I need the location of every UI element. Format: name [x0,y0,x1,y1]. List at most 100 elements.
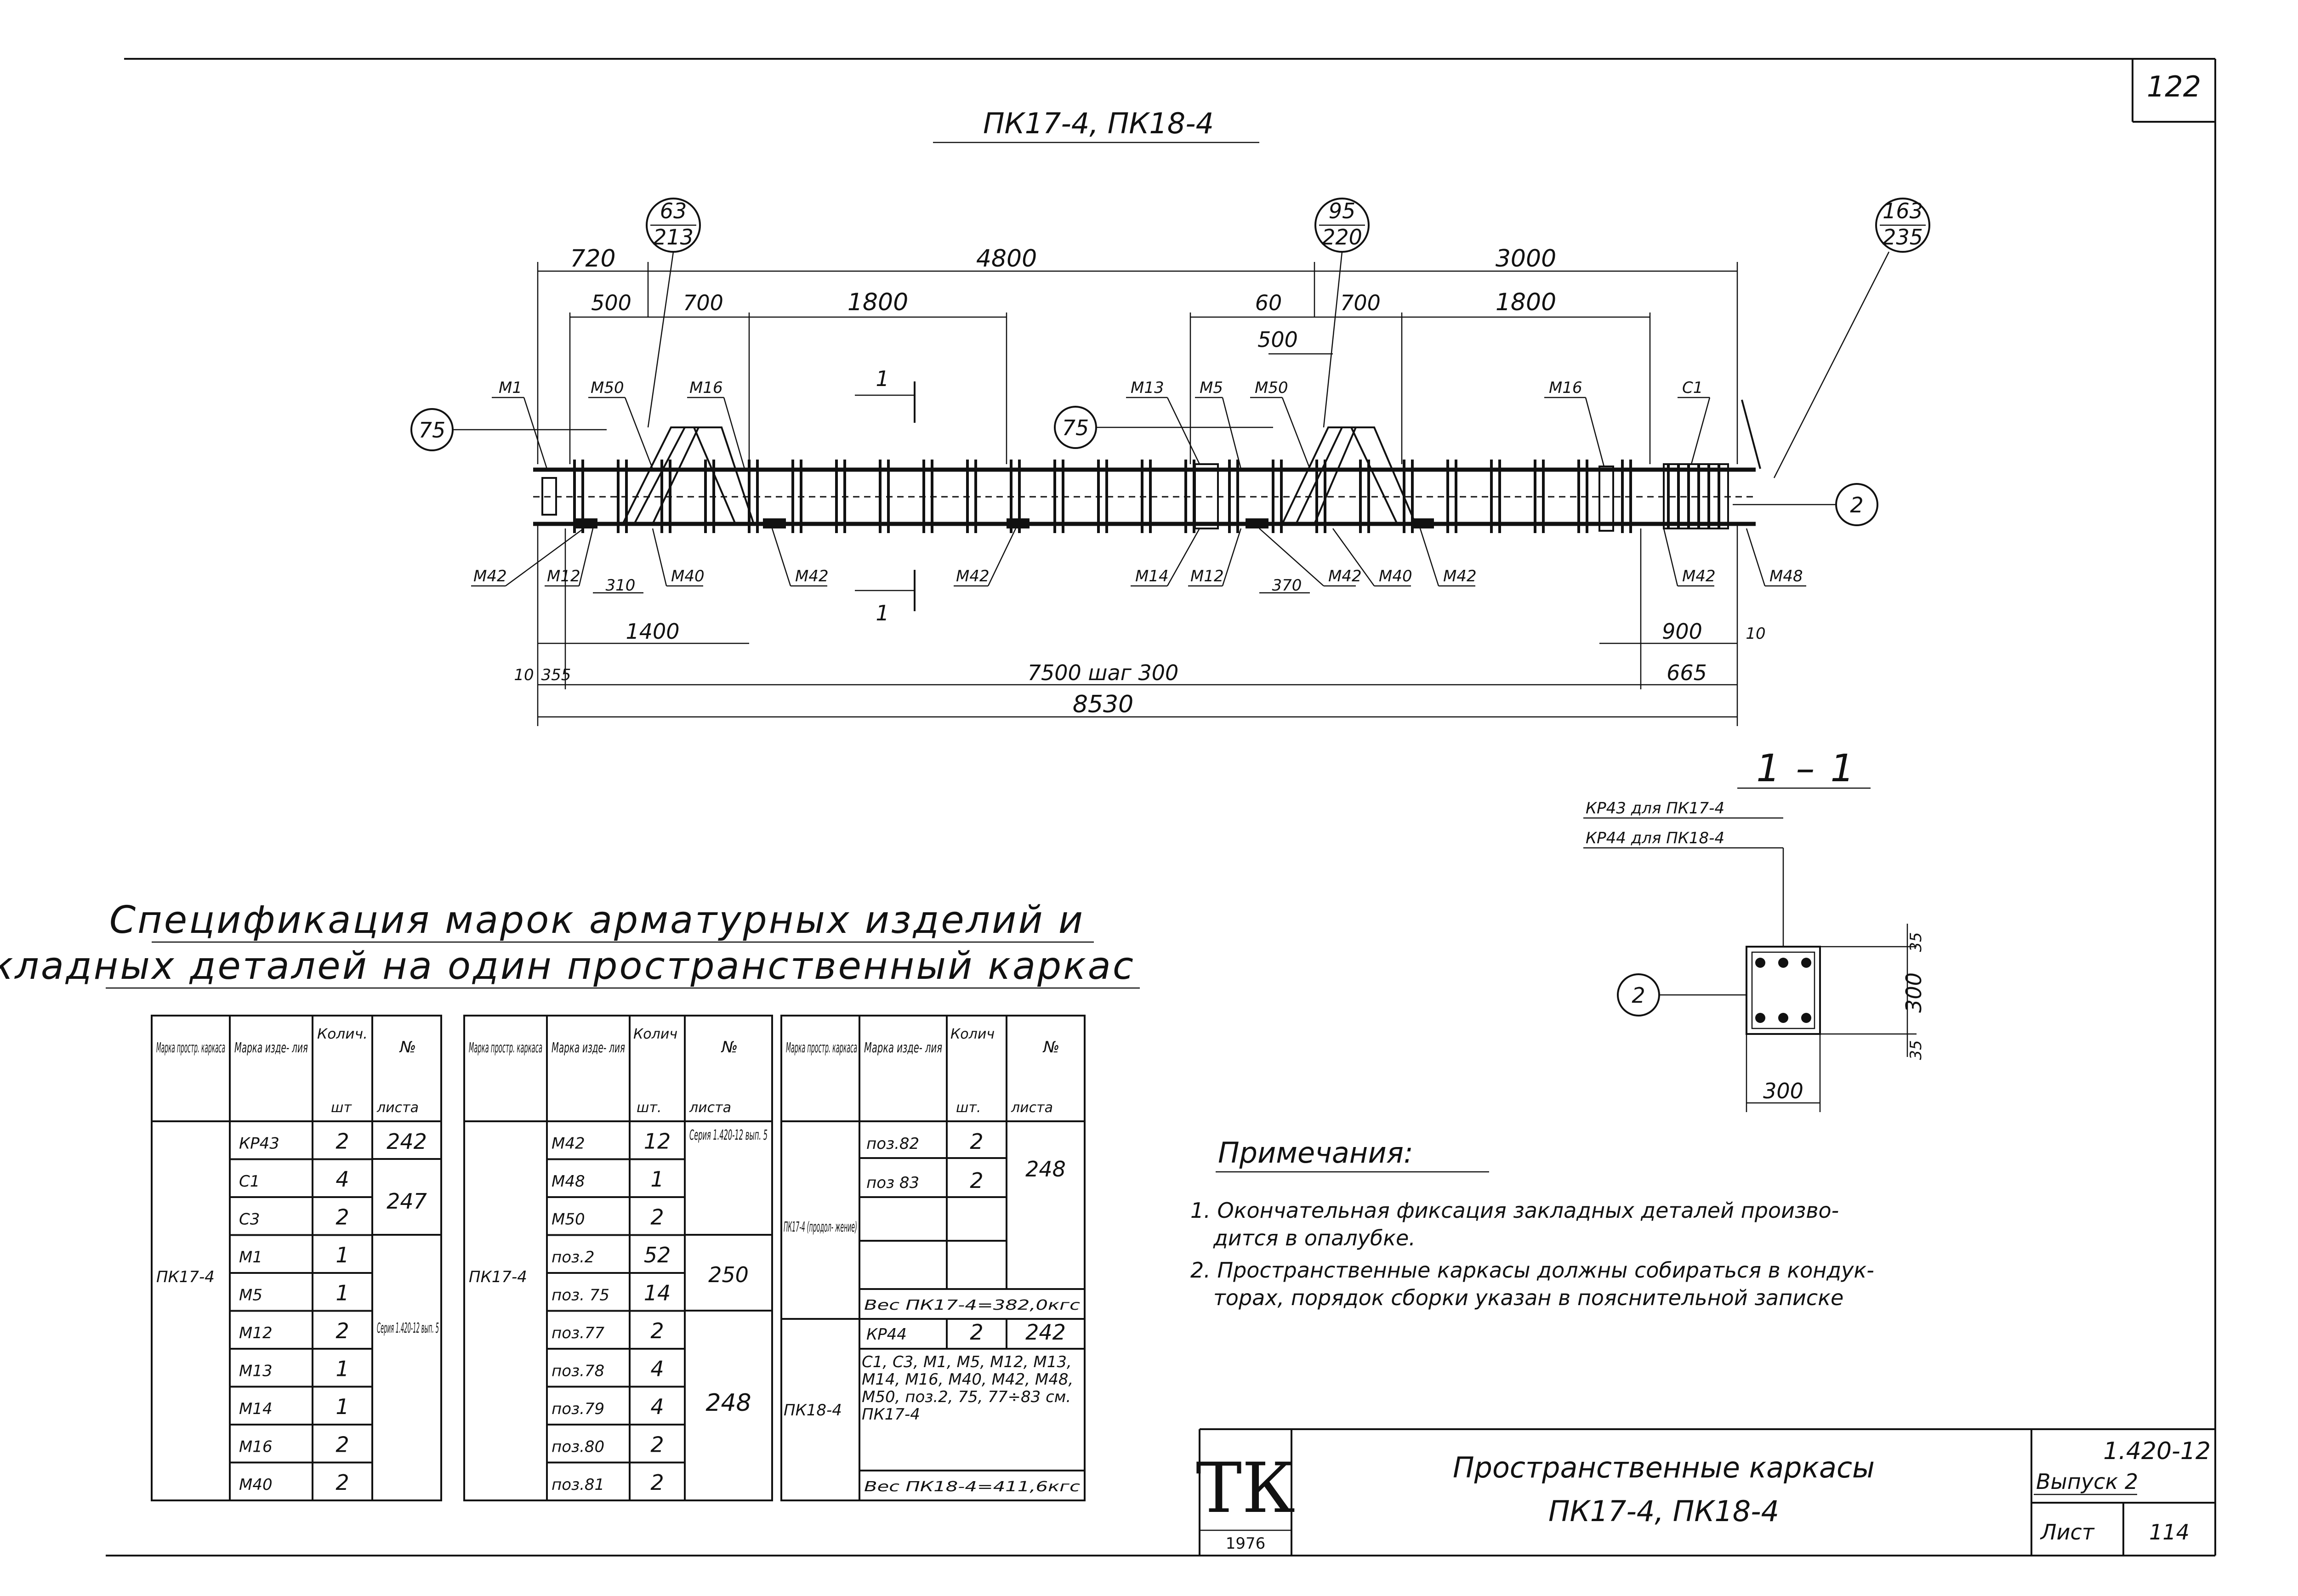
t1-row-mark: M5 [239,1286,262,1304]
label-m40b: M40 [1379,567,1412,585]
t1-row-qty: 1 [336,1394,349,1419]
section-dim-300v: 300 [1901,972,1926,1013]
t2-row-qty: 2 [650,1432,664,1457]
t2-row-mark: поз.80 [552,1437,604,1456]
callout-2-bottom: 220 [1322,225,1362,250]
plate-m1 [541,477,557,516]
label-m40a: M40 [671,567,705,585]
section-dim-35b: 35 [1907,1040,1925,1060]
section-1-1: 1 – 1 КР43 для ПК17-4 КР44 для ПК18-4 35… [1583,747,1926,1112]
notes-title: Примечания: [1218,1136,1413,1170]
label-m14: M14 [1135,567,1169,585]
section-mark-bottom: 1 [876,601,889,625]
label-m16b: M16 [1549,379,1582,397]
t2-h1: Марка простр. каркаса [469,1040,542,1056]
t2-sheet-250: 250 [708,1262,749,1287]
callout-3-top: 163 [1883,199,1923,223]
label-m12a: M12 [547,567,580,585]
tb-name-1: Пространственные каркасы [1453,1451,1875,1484]
note-2b: торах, порядок сборки указан в пояснител… [1213,1285,1843,1310]
diagonal-1b [652,427,700,524]
dim-700a: 700 [683,290,723,315]
specification: Спецификация марок арматурных изделий и … [0,898,1140,1501]
section-note-1: КР43 для ПК17-4 [1586,799,1724,818]
t1-h4: № [399,1038,416,1056]
t2-h3: Колич [633,1026,677,1042]
circle-2-elev-label: 2 [1850,493,1863,517]
t1-h3: Колич. [317,1026,368,1042]
elevation-view: 720 4800 3000 500 700 1800 60 700 1800 5… [410,198,1930,726]
plate-m16 [1598,466,1614,532]
t2-row-qty: 2 [650,1204,664,1229]
plate-m42-4 [1246,518,1268,528]
dim-1800a: 1800 [848,289,908,316]
t3-h4: № [1042,1038,1059,1056]
label-m42a: M42 [473,567,507,585]
t2-row-qty: 2 [650,1318,664,1343]
callout-1: 63 213 [646,198,701,428]
dim-355: 355 [541,666,571,684]
t3-kr44-sheet: 242 [1025,1320,1066,1345]
tb-name-2: ПК17-4, ПК18-4 [1548,1494,1779,1528]
t1-h3b: шт [331,1100,352,1116]
label-m5: M5 [1200,379,1223,397]
t3-h2: Марка изде- лия [864,1040,942,1056]
t2-frame: ПК17-4 [469,1268,527,1286]
t1-row-qty: 2 [336,1129,349,1153]
t1-row-qty: 2 [336,1470,349,1495]
t1-row-mark: C3 [239,1210,260,1228]
title-block: ТК 1976 Пространственные каркасы ПК17-4,… [1196,1428,2215,1556]
spec-table-2: Марка простр. каркаса Марка изде- лия Ко… [463,1015,773,1501]
t2-row-qty: 2 [650,1470,664,1495]
tb-series: 1.420-12 [2103,1437,2211,1465]
t3-h1: Марка простр. каркаса [786,1040,857,1056]
t2-row-qty: 4 [650,1394,664,1419]
dim-500b: 500 [1257,327,1298,352]
dim-1400: 1400 [626,619,679,644]
note-2a: 2. Пространственные каркасы должны собир… [1190,1258,1874,1283]
label-m42b: M42 [795,567,829,585]
label-m12b: M12 [1190,567,1224,585]
t3-weight2: Вес ПК18-4=411,6кгс [864,1479,1081,1495]
t1-row-mark: M1 [239,1248,262,1267]
tb-sheet-no: 114 [2149,1520,2190,1545]
t3-h3b: шт. [956,1100,981,1116]
m48-rod [1741,399,1761,469]
end-mesh [1663,463,1729,529]
circle-75-a-label: 75 [419,418,446,443]
dim-10b: 10 [1746,625,1765,643]
dim-3000: 3000 [1496,245,1556,273]
spec-table-3: Марка простр. каркаса Марка изде- лия Ко… [780,1015,1086,1501]
t2-row-mark: поз.2 [552,1248,595,1267]
t1-row-qty: 1 [336,1243,349,1267]
t2-row-mark: поз.81 [552,1476,604,1494]
dim-10a: 10 [514,666,534,684]
label-m42e: M42 [1443,567,1477,585]
plate-m42-2 [763,518,786,528]
t3-sheet-248: 248 [1025,1157,1066,1181]
dim-1800b: 1800 [1496,289,1556,316]
t3-h3: Колич [950,1026,995,1042]
dim-720: 720 [570,245,615,273]
t2-row-qty: 52 [644,1243,671,1267]
dim-7500: 7500 шаг 300 [1028,660,1179,685]
plate-m13 [1194,463,1219,529]
diagonal-1a [633,427,686,524]
t1-h1: Марка простр. каркаса [156,1040,225,1056]
plate-m42-1 [574,518,597,528]
t3-frame2: ПК18-4 [784,1401,842,1420]
t1-row-qty: 2 [336,1204,349,1229]
stamp-year: 1976 [1226,1534,1266,1553]
stamp-logo: ТК [1196,1448,1295,1528]
circle-2-sec-label: 2 [1632,983,1645,1008]
label-m16a: M16 [689,379,723,397]
t1-row-mark: M40 [239,1476,273,1494]
dim-900: 900 [1662,619,1702,644]
dim-8530: 8530 [1073,691,1133,718]
t3-h4b: листа [1011,1100,1053,1116]
dim-500a: 500 [591,290,631,315]
t2-h4: № [721,1038,738,1056]
label-m13: M13 [1131,379,1164,397]
t3-mark-82: поз.82 [866,1135,919,1153]
dim-60: 60 [1255,290,1282,315]
